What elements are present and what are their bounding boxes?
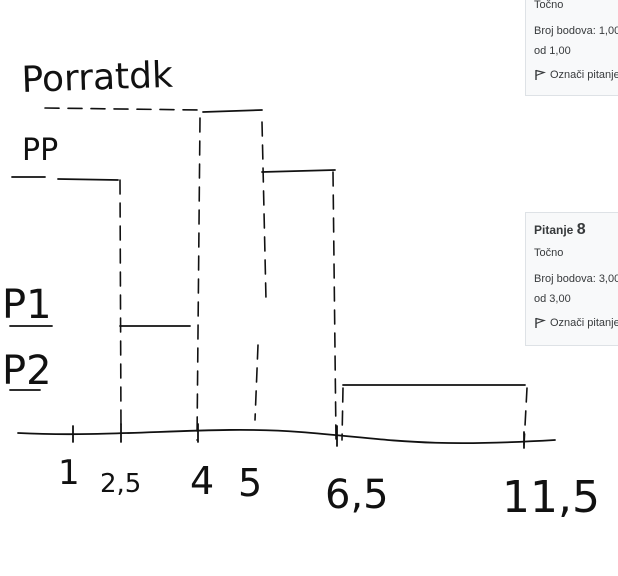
sketch-label-p2: P2 — [2, 348, 52, 394]
vertical-dashes — [119, 117, 528, 446]
question-grade: Broj bodova: 3,00 od 3,00 — [534, 269, 618, 309]
question-number: 8 — [576, 221, 586, 238]
sketch-label-pp: PP — [22, 133, 58, 168]
question-state: Točno — [534, 0, 564, 11]
flag-question-label: Označi pitanje — [550, 317, 618, 329]
x-axis — [17, 428, 556, 445]
grade-line-1: Broj bodova: 1,00 — [534, 25, 618, 37]
axis-tick-4: 4 — [190, 459, 214, 503]
pp-level-line — [11, 176, 119, 181]
question-title-text: Pitanje — [534, 223, 574, 237]
question-grade: Broj bodova: 1,00 od 1,00 — [534, 21, 618, 61]
flag-question-label: Označi pitanje — [550, 69, 618, 81]
axis-tick-6-5: 6,5 — [325, 472, 389, 518]
dashed-top-line — [44, 107, 201, 111]
step-curve — [119, 109, 526, 386]
axis-tick-11-5: 11,5 — [502, 472, 600, 523]
axis-tick-5: 5 — [238, 461, 262, 505]
flag-question-button[interactable]: Označi pitanje — [534, 69, 618, 81]
axis-tick-2-5: 2,5 — [100, 469, 141, 499]
grade-line-2: od 3,00 — [534, 293, 571, 305]
axis-tick-1: 1 — [58, 453, 80, 493]
flag-question-button[interactable]: Označi pitanje — [534, 317, 618, 329]
question-info-panel-8: Pitanje 8 Točno Broj bodova: 3,00 od 3,0… — [525, 212, 618, 346]
sketch-label-top: Porratdk — [21, 55, 174, 101]
question-title: Pitanje 8 — [534, 221, 618, 239]
sketch-label-p1: P1 — [2, 282, 52, 328]
flag-icon — [535, 317, 546, 328]
axis-tick-marks — [72, 423, 525, 449]
grade-line-2: od 1,00 — [534, 45, 571, 57]
grade-line-1: Broj bodova: 3,00 — [534, 273, 618, 285]
question-state: Točno — [534, 247, 564, 259]
question-info-panel-7: Točno Broj bodova: 1,00 od 1,00 Označi p… — [525, 0, 618, 96]
flag-icon — [535, 69, 546, 80]
